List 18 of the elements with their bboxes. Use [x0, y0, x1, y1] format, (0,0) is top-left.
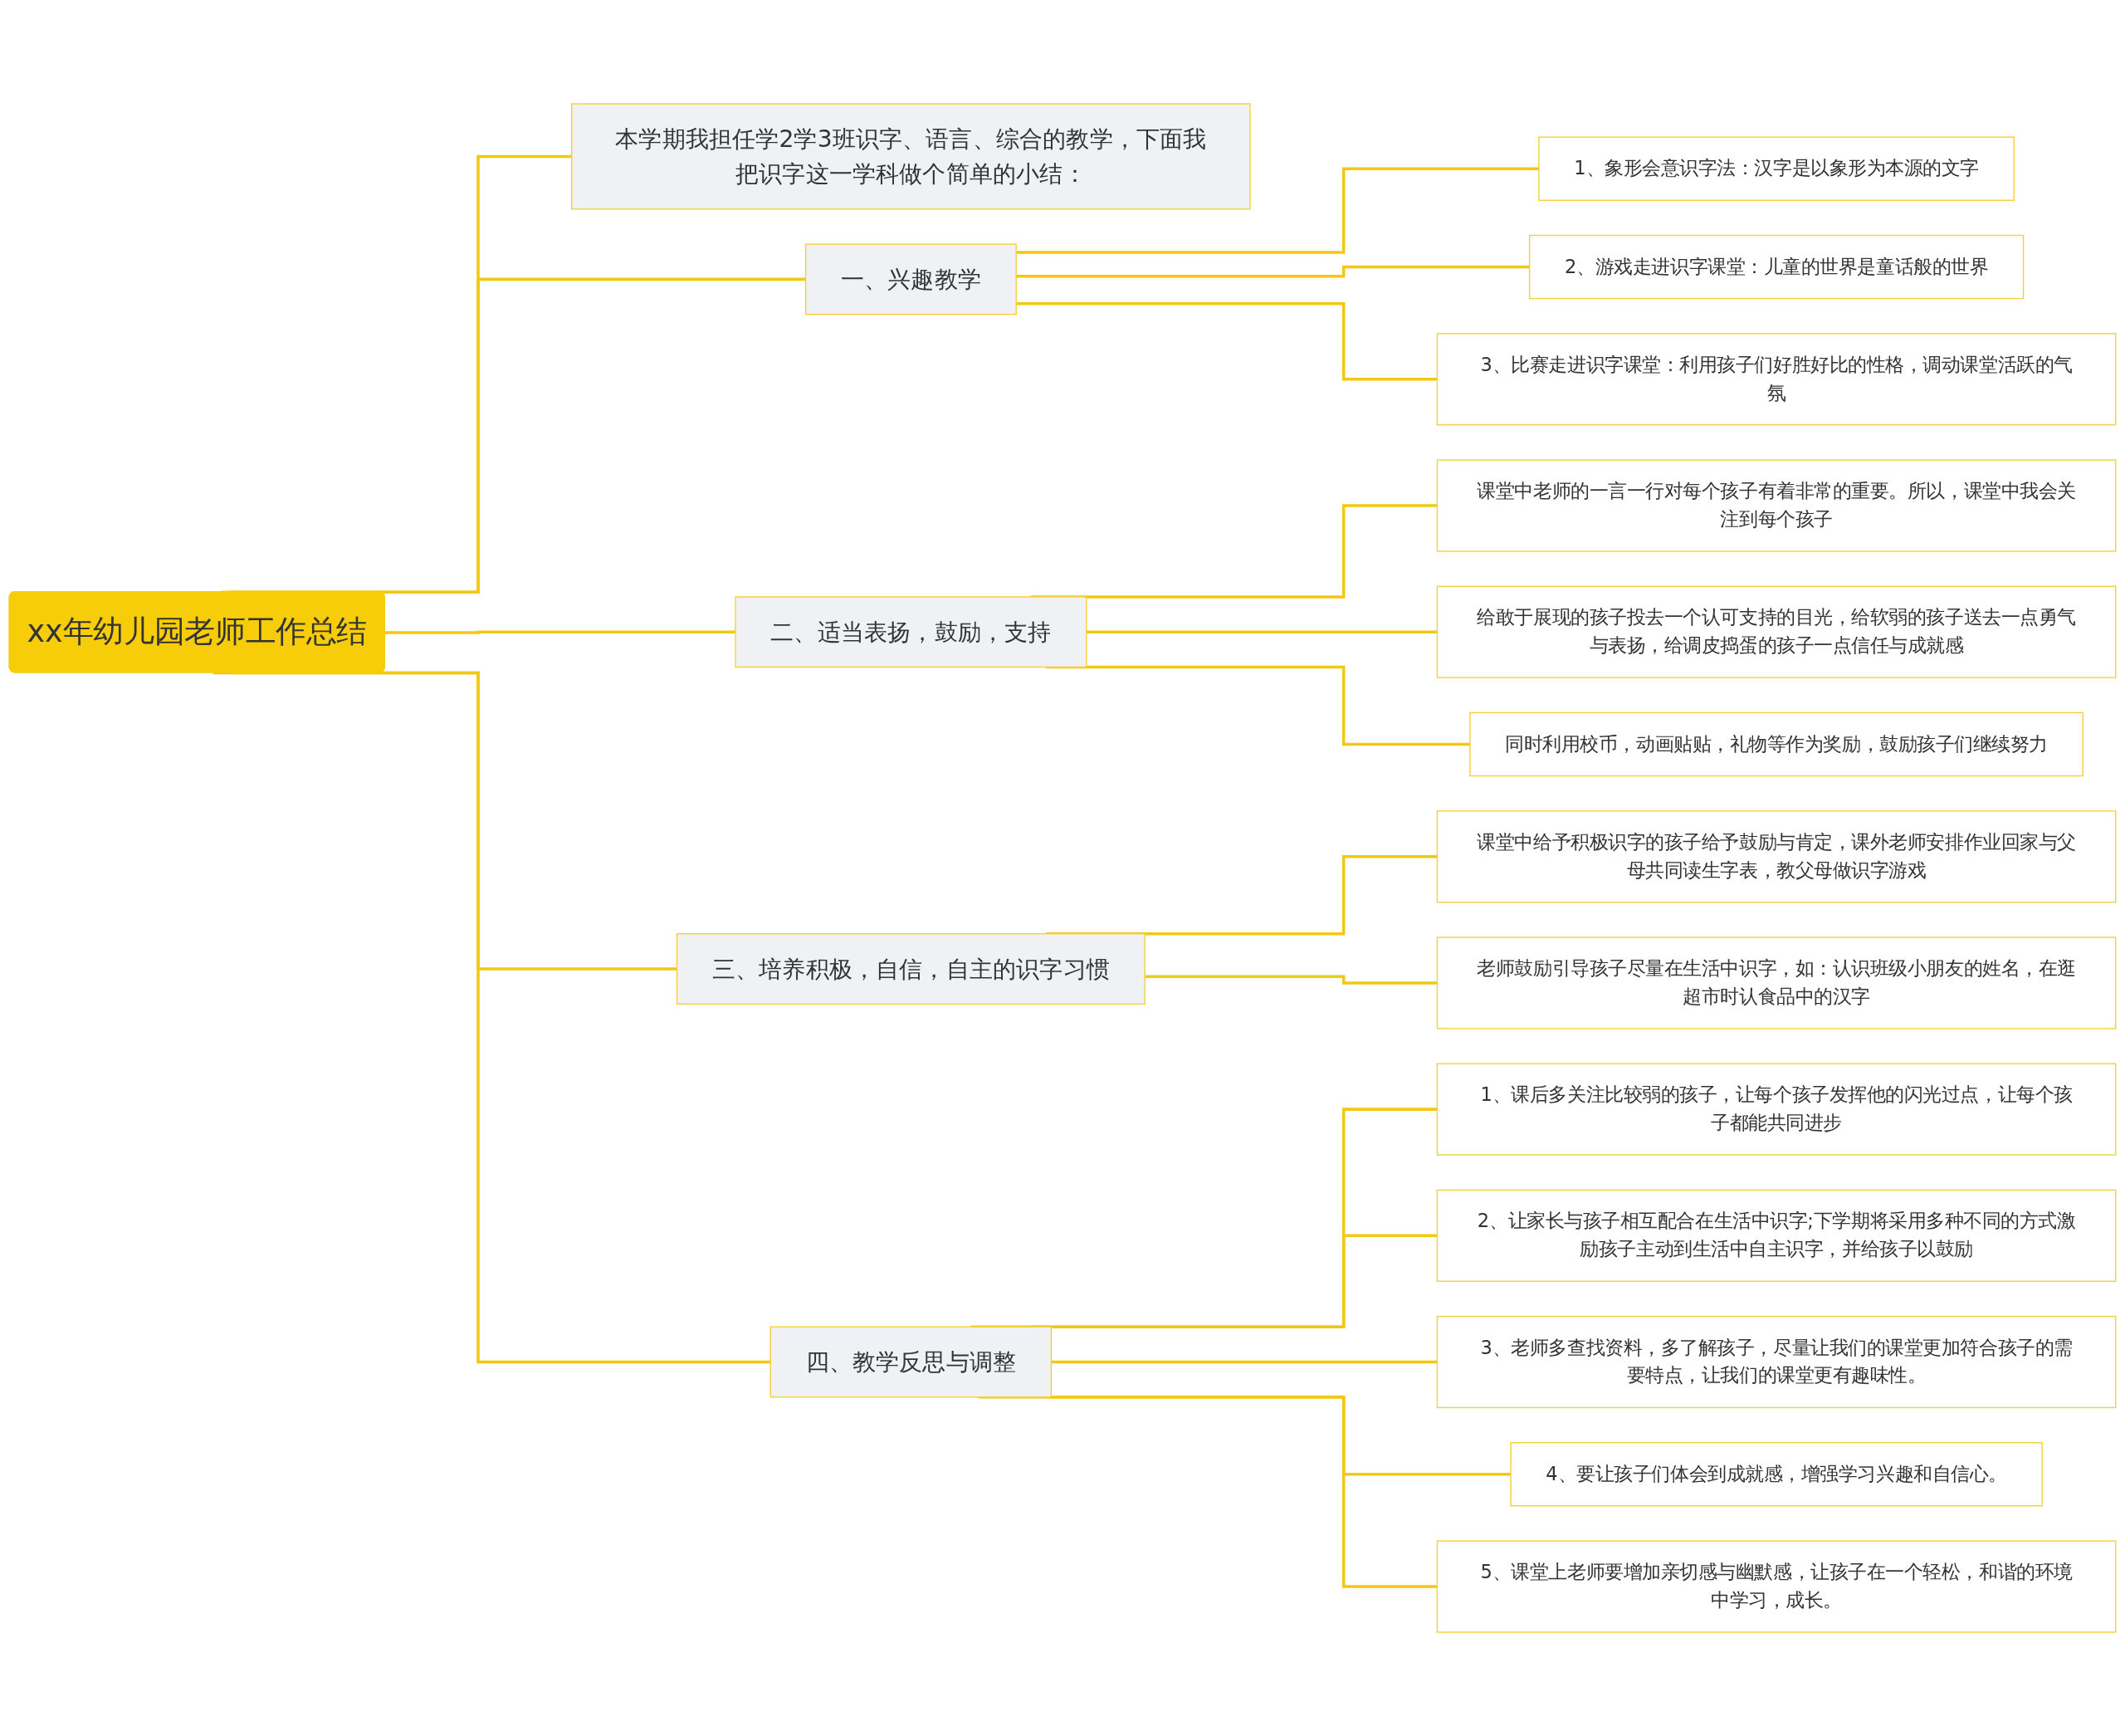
node-box: 给敢于展现的孩子投去一个认可支持的目光，给软弱的孩子送去一点勇气与表扬，给调皮捣蛋的孩子一点信任与成就感 [1436, 585, 2117, 678]
node-box: 1、课后多关注比较弱的孩子，让每个孩子发挥他的闪光过点，让每个孩子都能共同进步 [1436, 1063, 2117, 1156]
node-box: 2、游戏走进识字课堂：儿童的世界是童话般的世界 [1528, 234, 2025, 300]
node-box: 四、教学反思与调整 [769, 1326, 1053, 1398]
node-box: 课堂中给予积极识字的孩子给予鼓励与肯定，课外老师安排作业回家与父母共同读生字表，教父母做识字游戏 [1436, 810, 2117, 903]
node-box: 3、老师多查找资料，多了解孩子，尽量让我们的课堂更加符合孩子的需要特点，让我们的课堂更有趣味性。 [1436, 1315, 2117, 1409]
node-box: 2、让家长与孩子相互配合在生活中识字;下学期将采用多种不同的方式激励孩子主动到生活中自主识字，并给孩子以鼓励 [1436, 1189, 2117, 1282]
node-box: 3、比赛走进识字课堂：利用孩子们好胜好比的性格，调动课堂活跃的气氛 [1436, 333, 2117, 426]
node-box: 三、培养积极，自信，自主的识字习惯 [676, 933, 1146, 1005]
node-box: 二、适当表扬，鼓励，支持 [735, 596, 1087, 668]
node-box: 5、课堂上老师要增加亲切感与幽默感，让孩子在一个轻松，和谐的环境中学习，成长。 [1436, 1540, 2117, 1633]
node-box: 课堂中老师的一言一行对每个孩子有着非常的重要。所以，课堂中我会关注到每个孩子 [1436, 459, 2117, 552]
node-box: 4、要让孩子们体会到成就感，增强学习兴趣和自信心。 [1510, 1442, 2043, 1507]
node-box: 老师鼓励引导孩子尽量在生活中识字，如：认识班级小朋友的姓名，在逛超市时认食品中的汉字 [1436, 936, 2117, 1029]
node-box: 1、象形会意识字法：汉字是以象形为本源的文字 [1538, 136, 2015, 201]
node-box: 同时利用校币，动画贴贴，礼物等作为奖励，鼓励孩子们继续努力 [1469, 712, 2083, 777]
node-box: 一、兴趣教学 [804, 243, 1017, 315]
node-box: 本学期我担任学2学3班识字、语言、综合的教学，下面我把识字这一学科做个简单的小结： [571, 103, 1251, 210]
